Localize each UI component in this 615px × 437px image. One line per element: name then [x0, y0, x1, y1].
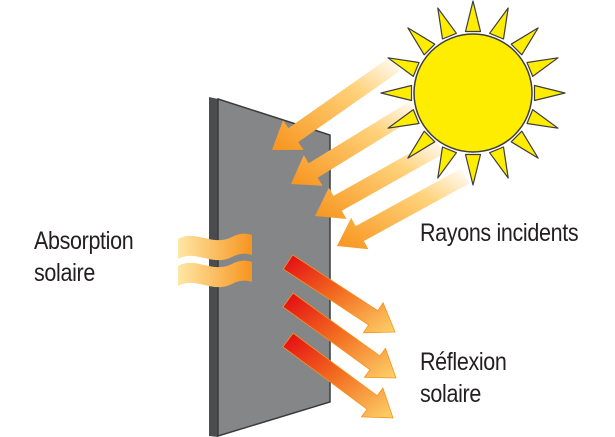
reflection-ray-arrow-1: [282, 254, 396, 334]
absorption-label-line2: solaire: [34, 259, 95, 287]
reflection-rays: [282, 254, 397, 419]
reflection-label-line1: Réflexion: [420, 348, 507, 376]
sun-ray-2: [489, 7, 509, 40]
sun-disc: [413, 33, 533, 153]
incident-ray-arrow-2: [291, 100, 420, 186]
sun-ray-16: [437, 7, 457, 40]
reflection-ray-arrow-3: [282, 332, 394, 419]
sun-ray-3: [510, 27, 539, 56]
absorption-wave-1: [178, 233, 252, 261]
sun-ray-8: [489, 146, 509, 179]
reflection-label: Réflexion solaire: [420, 346, 507, 410]
incident-ray-arrow-3: [315, 138, 445, 219]
sun-ray-11: [407, 130, 436, 159]
incident-rays: [272, 57, 470, 250]
absorption-label-line1: Absorption: [34, 227, 134, 255]
absorption-waves: [178, 233, 252, 288]
sun-ray-12: [387, 108, 420, 129]
incident-rays-label: Rayons incidents: [420, 219, 579, 247]
sun-ray-13: [380, 84, 413, 102]
sun-ray-9: [464, 153, 482, 186]
incident-ray-arrow-1: [272, 57, 400, 150]
reflection-ray-arrow-2: [282, 292, 397, 379]
sun-ray-10: [437, 146, 457, 179]
reflection-label-line2: solaire: [420, 380, 481, 408]
sun-ray-14: [387, 57, 420, 78]
absorption-wave-2: [178, 260, 252, 288]
sun-ray-5: [533, 84, 566, 102]
sun-icon: [380, 0, 566, 186]
incident-ray-arrow-4: [337, 168, 470, 250]
sun-ray-7: [510, 130, 539, 159]
sun-ray-15: [407, 27, 436, 56]
absorption-label: Absorption solaire: [34, 225, 134, 289]
sun-ray-1: [464, 0, 482, 33]
sun-ray-6: [526, 108, 559, 129]
sun-ray-4: [526, 57, 559, 78]
